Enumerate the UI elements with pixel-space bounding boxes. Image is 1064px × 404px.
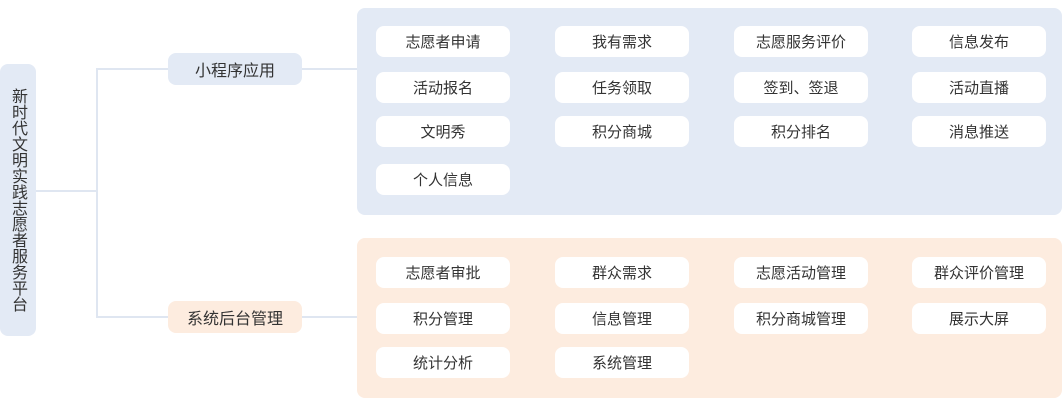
feature-item: 文明秀 — [376, 116, 510, 147]
feature-item: 志愿者审批 — [376, 257, 510, 288]
branch-connector-backend — [96, 316, 168, 318]
feature-item: 群众评价管理 — [912, 257, 1046, 288]
feature-item: 群众需求 — [555, 257, 689, 288]
feature-item: 个人信息 — [376, 164, 510, 195]
feature-item: 活动报名 — [376, 72, 510, 103]
feature-item: 信息发布 — [912, 26, 1046, 57]
feature-item: 积分商城管理 — [734, 303, 868, 334]
category-mini-program-label: 小程序应用 — [194, 61, 275, 80]
feature-item: 消息推送 — [912, 116, 1046, 147]
feature-item: 任务领取 — [555, 72, 689, 103]
feature-item: 信息管理 — [555, 303, 689, 334]
category-mini-program: 小程序应用 — [168, 53, 302, 85]
panel-connector-backend — [302, 316, 357, 318]
feature-item: 系统管理 — [555, 347, 689, 378]
branch-vertical-line — [96, 68, 98, 318]
feature-item: 积分商城 — [555, 116, 689, 147]
feature-item: 展示大屏 — [912, 303, 1046, 334]
feature-item: 签到、签退 — [734, 72, 868, 103]
feature-item: 志愿活动管理 — [734, 257, 868, 288]
platform-title-text: 新时代文明实践志愿者服务平台 — [9, 88, 28, 312]
category-backend-management: 系统后台管理 — [168, 301, 302, 333]
category-backend-label: 系统后台管理 — [186, 309, 283, 328]
platform-title: 新时代文明实践志愿者服务平台 — [0, 64, 36, 336]
feature-item: 积分排名 — [734, 116, 868, 147]
feature-item: 我有需求 — [555, 26, 689, 57]
panel-connector-mini-program — [302, 68, 357, 70]
feature-item: 积分管理 — [376, 303, 510, 334]
root-connector — [36, 190, 97, 192]
feature-item: 统计分析 — [376, 347, 510, 378]
branch-connector-mini-program — [96, 68, 168, 70]
feature-item: 志愿服务评价 — [734, 26, 868, 57]
feature-item: 活动直播 — [912, 72, 1046, 103]
feature-item: 志愿者申请 — [376, 26, 510, 57]
